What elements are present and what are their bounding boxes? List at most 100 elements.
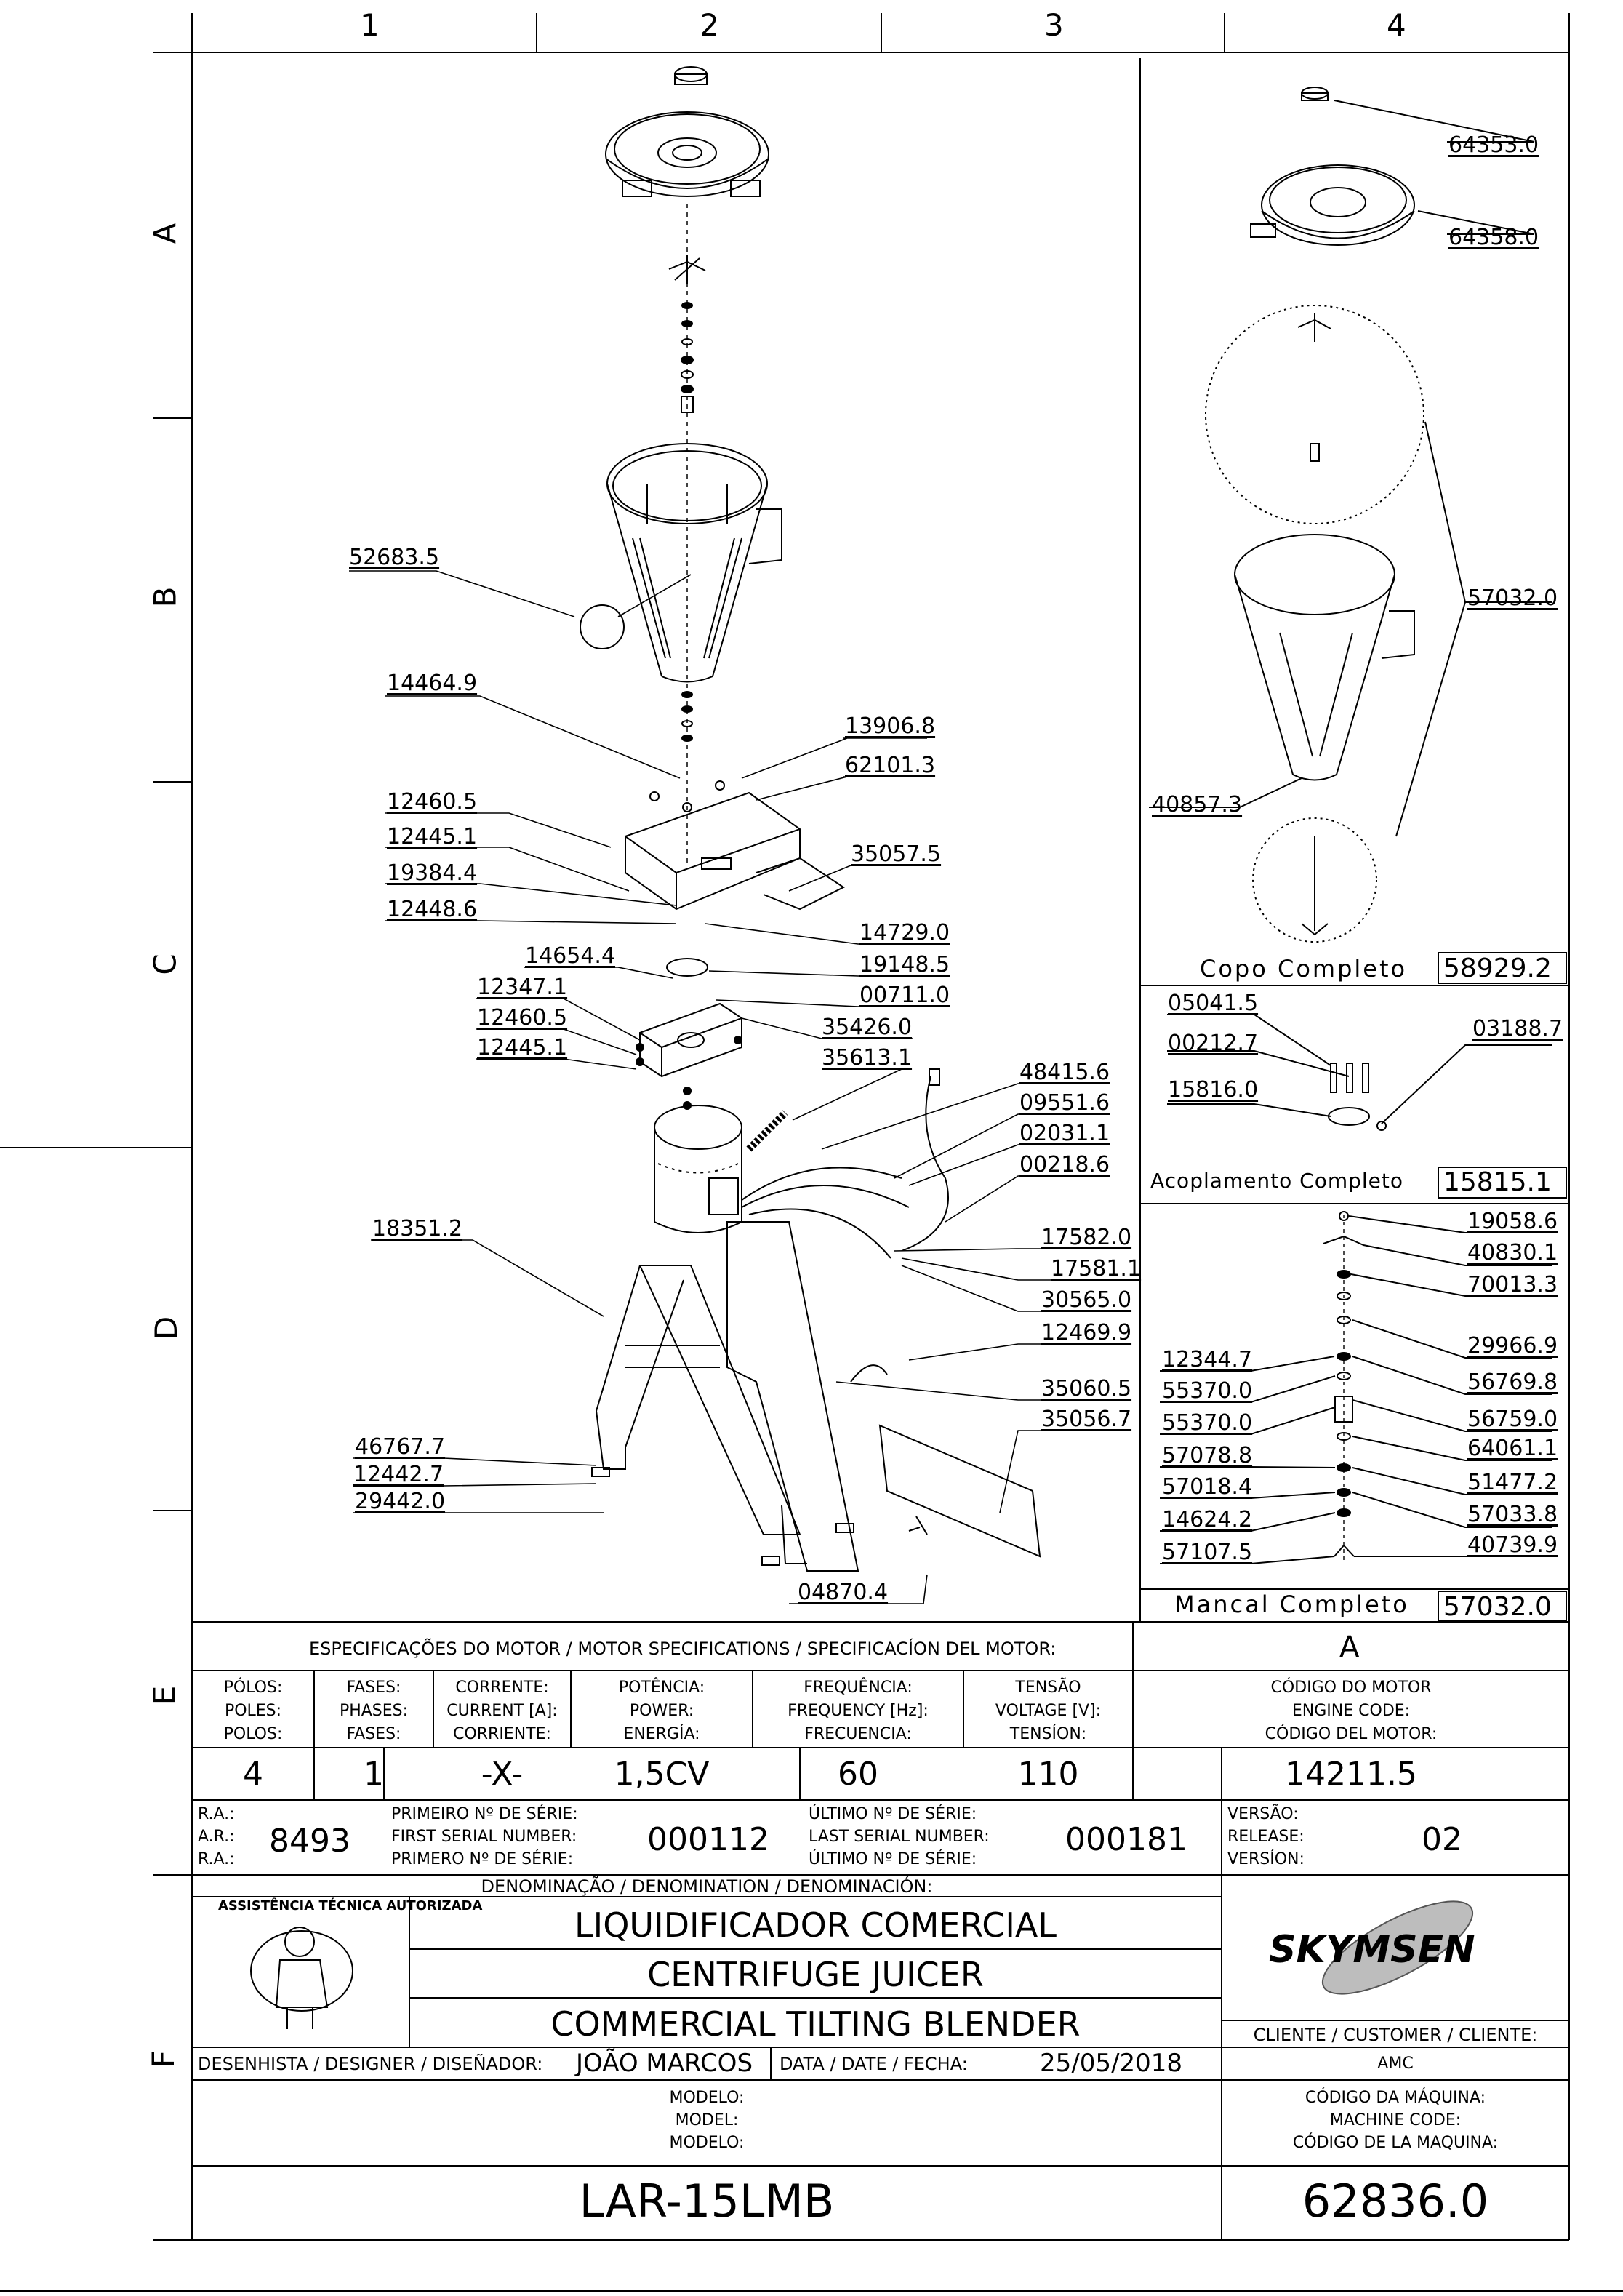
row-label-b: B — [147, 586, 183, 608]
spec-value-frequency: 60 — [838, 1756, 878, 1793]
part-number: 15816.0 — [1168, 1077, 1259, 1103]
model-labels: MODELO: MODEL: MODELO: — [192, 2087, 1222, 2154]
acoplamento-subview — [1167, 1014, 1552, 1131]
part-number: 64358.0 — [1448, 225, 1539, 250]
machine-code-labels: CÓDIGO DA MÁQUINA: MACHINE CODE: CÓDIGO … — [1222, 2087, 1569, 2154]
part-number: 19148.5 — [859, 952, 950, 977]
ra-label: R.A.: — [198, 1805, 235, 1823]
spec-label-es: ENERGÍA: — [623, 1724, 700, 1743]
version-label: RELEASE: — [1227, 1827, 1305, 1846]
brand-logo — [1321, 1900, 1474, 1995]
spec-label-phases: FASES: PHASES: FASES: — [314, 1676, 433, 1746]
version-label: VERSÍON: — [1227, 1849, 1305, 1868]
part-number: 19384.4 — [387, 860, 478, 886]
part-number: 57078.8 — [1162, 1443, 1253, 1468]
date-value: 25/05/2018 — [1040, 2049, 1182, 2078]
copo-subview — [1149, 87, 1552, 943]
model-label: MODELO: — [669, 2089, 745, 2107]
first-serial-label: FIRST SERIAL NUMBER: — [391, 1827, 577, 1846]
spec-label-pt: POTÊNCIA: — [618, 1679, 705, 1697]
spec-value-current: -X- — [481, 1756, 524, 1793]
part-number: 55370.0 — [1162, 1410, 1253, 1436]
main-exploded-view — [580, 66, 1041, 1572]
part-number: 12445.1 — [477, 1035, 568, 1060]
designer-value: JOÃO MARCOS — [576, 2049, 753, 2078]
part-number: 56769.8 — [1467, 1369, 1558, 1395]
machine-code-label: MACHINE CODE: — [1329, 2111, 1462, 2129]
spec-value-phases: 1 — [364, 1756, 384, 1793]
last-serial-value: 000181 — [1065, 1821, 1187, 1858]
part-number: 64061.1 — [1467, 1436, 1558, 1461]
side-panel-frame — [1139, 58, 1569, 1623]
first-serial-labels: PRIMEIRO Nº DE SÉRIE: FIRST SERIAL NUMBE… — [391, 1804, 578, 1871]
part-number: 35613.1 — [822, 1045, 913, 1071]
copo-label: Copo Completo — [1200, 955, 1408, 983]
machine-code-label: CÓDIGO DA MÁQUINA: — [1305, 2089, 1486, 2107]
spec-label-es: CORRIENTE: — [453, 1724, 551, 1743]
spec-label-poles: PÓLOS: POLES: POLOS: — [192, 1676, 314, 1746]
spec-label-es: POLOS: — [223, 1724, 283, 1743]
part-number: 56759.0 — [1467, 1407, 1558, 1432]
part-number: 35057.5 — [851, 841, 942, 867]
mancal-label: Mancal Completo — [1174, 1591, 1409, 1618]
spec-label-es: CÓDIGO DEL MOTOR: — [1265, 1724, 1438, 1743]
row-label-a: A — [147, 223, 183, 244]
part-number: 00212.7 — [1168, 1031, 1259, 1056]
main-leader-lines — [349, 570, 1127, 1604]
part-number: 40739.9 — [1467, 1532, 1558, 1558]
column-label-2: 2 — [700, 7, 719, 43]
motor-variant: A — [1339, 1631, 1360, 1664]
mancal-code: 57032.0 — [1443, 1592, 1552, 1622]
spec-value-voltage: 110 — [1017, 1756, 1079, 1793]
part-number: 12460.5 — [387, 789, 478, 815]
spec-value-engine-code: 14211.5 — [1285, 1756, 1417, 1793]
part-number: 57033.8 — [1467, 1502, 1558, 1527]
last-serial-label: ÚLTIMO Nº DE SÉRIE: — [809, 1805, 977, 1823]
part-number: 40830.1 — [1467, 1240, 1558, 1265]
part-number: 30565.0 — [1041, 1287, 1132, 1313]
part-number: 57107.5 — [1162, 1540, 1253, 1565]
spec-value-power: 1,5CV — [614, 1756, 710, 1793]
part-number: 12448.6 — [387, 897, 478, 922]
first-serial-value: 000112 — [647, 1821, 769, 1858]
ra-labels: R.A.: A.R.: R.A.: — [198, 1804, 235, 1871]
part-number: 14729.0 — [859, 920, 950, 945]
part-number: 17581.1 — [1051, 1256, 1142, 1281]
part-number: 09551.6 — [1019, 1090, 1110, 1116]
column-label-3: 3 — [1044, 7, 1064, 43]
part-number: 14654.4 — [525, 943, 616, 969]
version-labels: VERSÃO: RELEASE: VERSÍON: — [1227, 1804, 1305, 1871]
sheet-frame — [0, 13, 1623, 2292]
model-value: LAR-15LMB — [579, 2175, 835, 2228]
row-label-c: C — [147, 953, 183, 975]
seal-text: ASSISTÊNCIA TÉCNICA AUTORIZADA — [218, 1898, 483, 1913]
column-label-4: 4 — [1387, 7, 1406, 43]
spec-label-en: FREQUENCY [Hz]: — [788, 1701, 929, 1720]
machine-code-label: CÓDIGO DE LA MAQUINA: — [1292, 2133, 1499, 2152]
row-label-d: D — [148, 1316, 185, 1340]
part-number: 12347.1 — [477, 975, 568, 1000]
part-number: 13906.8 — [845, 713, 936, 739]
machine-code-value: 62836.0 — [1302, 2175, 1489, 2228]
denomination-en: CENTRIFUGE JUICER — [647, 1955, 984, 1994]
date-label: DATA / DATE / FECHA: — [780, 2054, 968, 2074]
spec-label-pt: CÓDIGO DO MOTOR — [1270, 1679, 1432, 1697]
model-label: MODELO: — [669, 2133, 745, 2152]
copo-code: 58929.2 — [1443, 953, 1552, 983]
part-number: 02031.1 — [1019, 1121, 1110, 1146]
row-label-e: E — [146, 1685, 183, 1705]
mancal-subview — [1160, 1211, 1552, 1564]
part-number: 12445.1 — [387, 824, 478, 849]
spec-label-current: CORRENTE: CURRENT [A]: CORRIENTE: — [433, 1676, 571, 1746]
spec-label-pt: TENSÃO — [1015, 1679, 1081, 1697]
denomination-es: COMMERCIAL TILTING BLENDER — [550, 2004, 1081, 2044]
acoplamento-code: 15815.1 — [1443, 1167, 1552, 1197]
spec-label-power: POTÊNCIA: POWER: ENERGÍA: — [571, 1676, 753, 1746]
title-block-grid — [192, 1621, 1569, 2240]
denomination-label: DENOMINAÇÃO / DENOMINATION / DENOMINACIÓ… — [481, 1876, 933, 1897]
part-number: 35426.0 — [822, 1015, 913, 1040]
spec-label-frequency: FREQUÊNCIA: FREQUENCY [Hz]: FRECUENCIA: — [753, 1676, 963, 1746]
spec-label-en: POLES: — [224, 1701, 282, 1720]
first-serial-label: PRIMERO Nº DE SÉRIE: — [391, 1849, 574, 1868]
